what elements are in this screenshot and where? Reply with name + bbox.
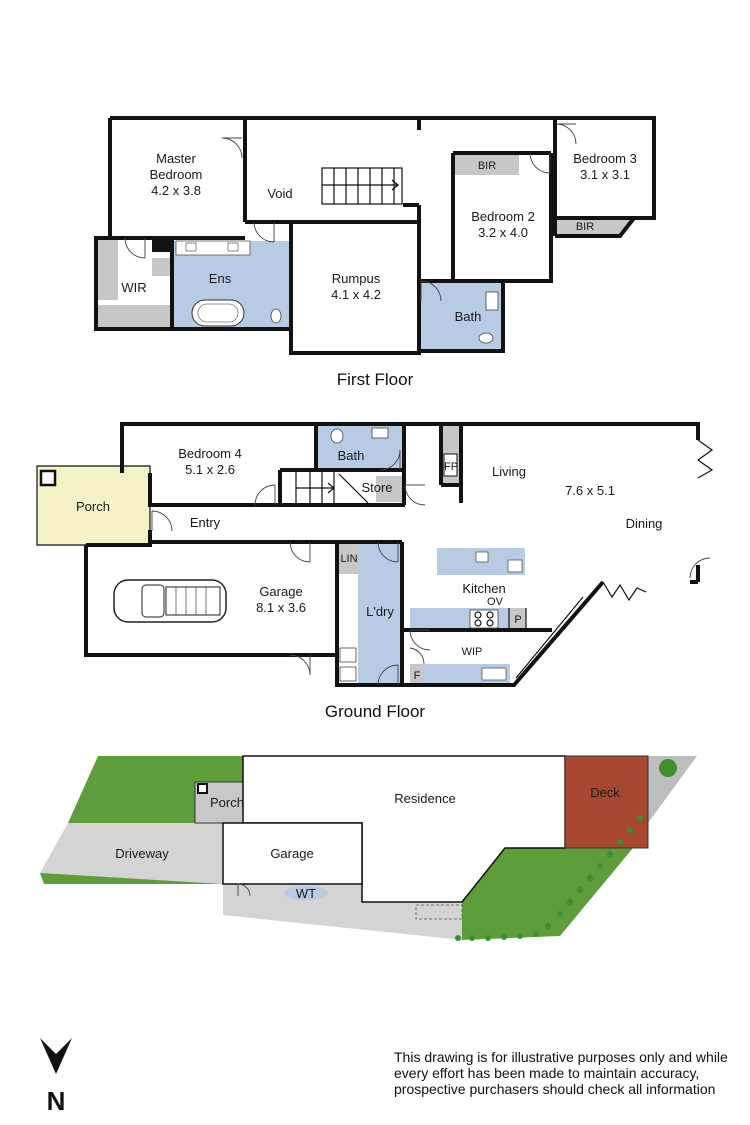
garage-label: Garage	[259, 584, 302, 599]
site-driveway-label: Driveway	[115, 846, 169, 861]
bedroom3-size: 3.1 x 3.1	[580, 167, 630, 182]
living-label: Living	[492, 464, 526, 479]
garage-size: 8.1 x 3.6	[256, 600, 306, 615]
living-size: 7.6 x 5.1	[565, 483, 615, 498]
store-fill	[376, 476, 404, 502]
dining-label: Dining	[626, 516, 663, 531]
laundry-tub	[339, 647, 357, 663]
wir-shelf-left	[98, 238, 118, 300]
site-porch-label: Porch	[210, 795, 244, 810]
window-zigzag-dining	[602, 581, 647, 602]
pantry-fill	[509, 608, 526, 630]
water-tank	[284, 886, 328, 900]
cooktop	[469, 609, 499, 629]
linen-fill	[339, 542, 358, 574]
wir-column	[152, 238, 172, 252]
ensuite-toilet	[270, 308, 282, 324]
bedroom2-size: 3.2 x 4.0	[478, 225, 528, 240]
porch-label: Porch	[76, 499, 110, 514]
fridge-fill	[410, 664, 423, 684]
bir-right-fill	[556, 217, 634, 235]
ground-bath-label: Bath	[338, 448, 365, 463]
bedroom4-label: Bedroom 4	[178, 446, 242, 461]
bir-top-label: BIR	[478, 160, 496, 172]
ground-bath-toilet	[330, 428, 344, 444]
pantry-label: P	[514, 614, 521, 626]
first-floor-title: First Floor	[337, 370, 414, 389]
rumpus-label: Rumpus	[332, 271, 381, 286]
bathtub	[191, 299, 245, 327]
first-floor-plan: Master Bedroom 4.2 x 3.8 Void Bedroom 3 …	[94, 116, 656, 389]
north-label: N	[47, 1086, 66, 1113]
porch-floor	[37, 466, 150, 545]
site-shrubs	[455, 759, 677, 941]
site-plan: Porch Residence Deck Driveway Garage WT	[40, 755, 697, 941]
store-label: Store	[361, 480, 392, 495]
site-garage-label: Garage	[270, 846, 313, 861]
ground-floor-plan: Bedroom 4 5.1 x 2.6 Bath Store FP Living…	[36, 422, 714, 721]
master-bedroom-label-2: Bedroom	[150, 167, 203, 182]
north-arrow-icon: N	[40, 1038, 72, 1113]
ensuite-label: Ens	[209, 271, 232, 286]
kitchen-label: Kitchen	[462, 581, 505, 596]
ensuite-vanity	[175, 240, 251, 256]
linen-label: LIN	[340, 553, 357, 565]
site-garage	[222, 822, 363, 885]
site-wt-label: WT	[296, 886, 316, 901]
bath-basin-first	[485, 291, 499, 311]
site-deck-label: Deck	[590, 785, 620, 800]
bath-toilet-first	[478, 332, 494, 344]
disclaimer-line-3: prospective purchasers should check all …	[394, 1081, 716, 1097]
fireplace-label: FP	[444, 461, 458, 473]
master-bedroom-label-1: Master	[156, 151, 196, 166]
porch-post	[39, 469, 57, 487]
laundry-floor	[358, 542, 402, 685]
bir-right-label: BIR	[576, 221, 594, 233]
ground-bath-basin	[371, 427, 389, 439]
wip-sink	[481, 667, 507, 681]
bath-floor-ground	[317, 425, 403, 470]
ground-outer-wall-top	[120, 422, 463, 503]
rumpus-size: 4.1 x 4.2	[331, 287, 381, 302]
bedroom3-label: Bedroom 3	[573, 151, 637, 166]
bath-label-first: Bath	[455, 309, 482, 324]
fridge-label: F	[414, 670, 421, 682]
wir-shelf-bottom	[98, 305, 171, 327]
oven-label: OV	[487, 596, 504, 608]
bir-angled-wall	[555, 216, 636, 238]
wir-shelf-right	[152, 258, 172, 276]
kitchen-sink	[475, 551, 489, 563]
site-deck	[564, 755, 649, 849]
wir-label: WIR	[121, 280, 146, 295]
disclaimer-line-1: This drawing is for illustrative purpose…	[394, 1049, 728, 1065]
wip-label: WIP	[462, 646, 483, 658]
ground-floor-stairs	[295, 470, 369, 505]
bir-top-fill	[455, 155, 519, 175]
site-residence-label: Residence	[394, 791, 455, 806]
bedroom2-label: Bedroom 2	[471, 209, 535, 224]
disclaimer-line-2: every effort has been made to maintain a…	[394, 1065, 700, 1081]
window-zigzag-living	[696, 439, 714, 479]
driveway	[40, 823, 223, 884]
laundry-label: L'dry	[366, 604, 394, 619]
car-icon	[113, 579, 227, 623]
void-label: Void	[267, 186, 292, 201]
bedroom4-size: 5.1 x 2.6	[185, 462, 235, 477]
master-bedroom-size: 4.2 x 3.8	[151, 183, 201, 198]
ground-floor-title: Ground Floor	[325, 702, 425, 721]
entry-label: Entry	[190, 515, 221, 530]
back-lawn	[462, 848, 633, 940]
first-floor-stairs	[321, 167, 403, 205]
disclaimer-text: This drawing is for illustrative purpose…	[394, 1049, 744, 1097]
